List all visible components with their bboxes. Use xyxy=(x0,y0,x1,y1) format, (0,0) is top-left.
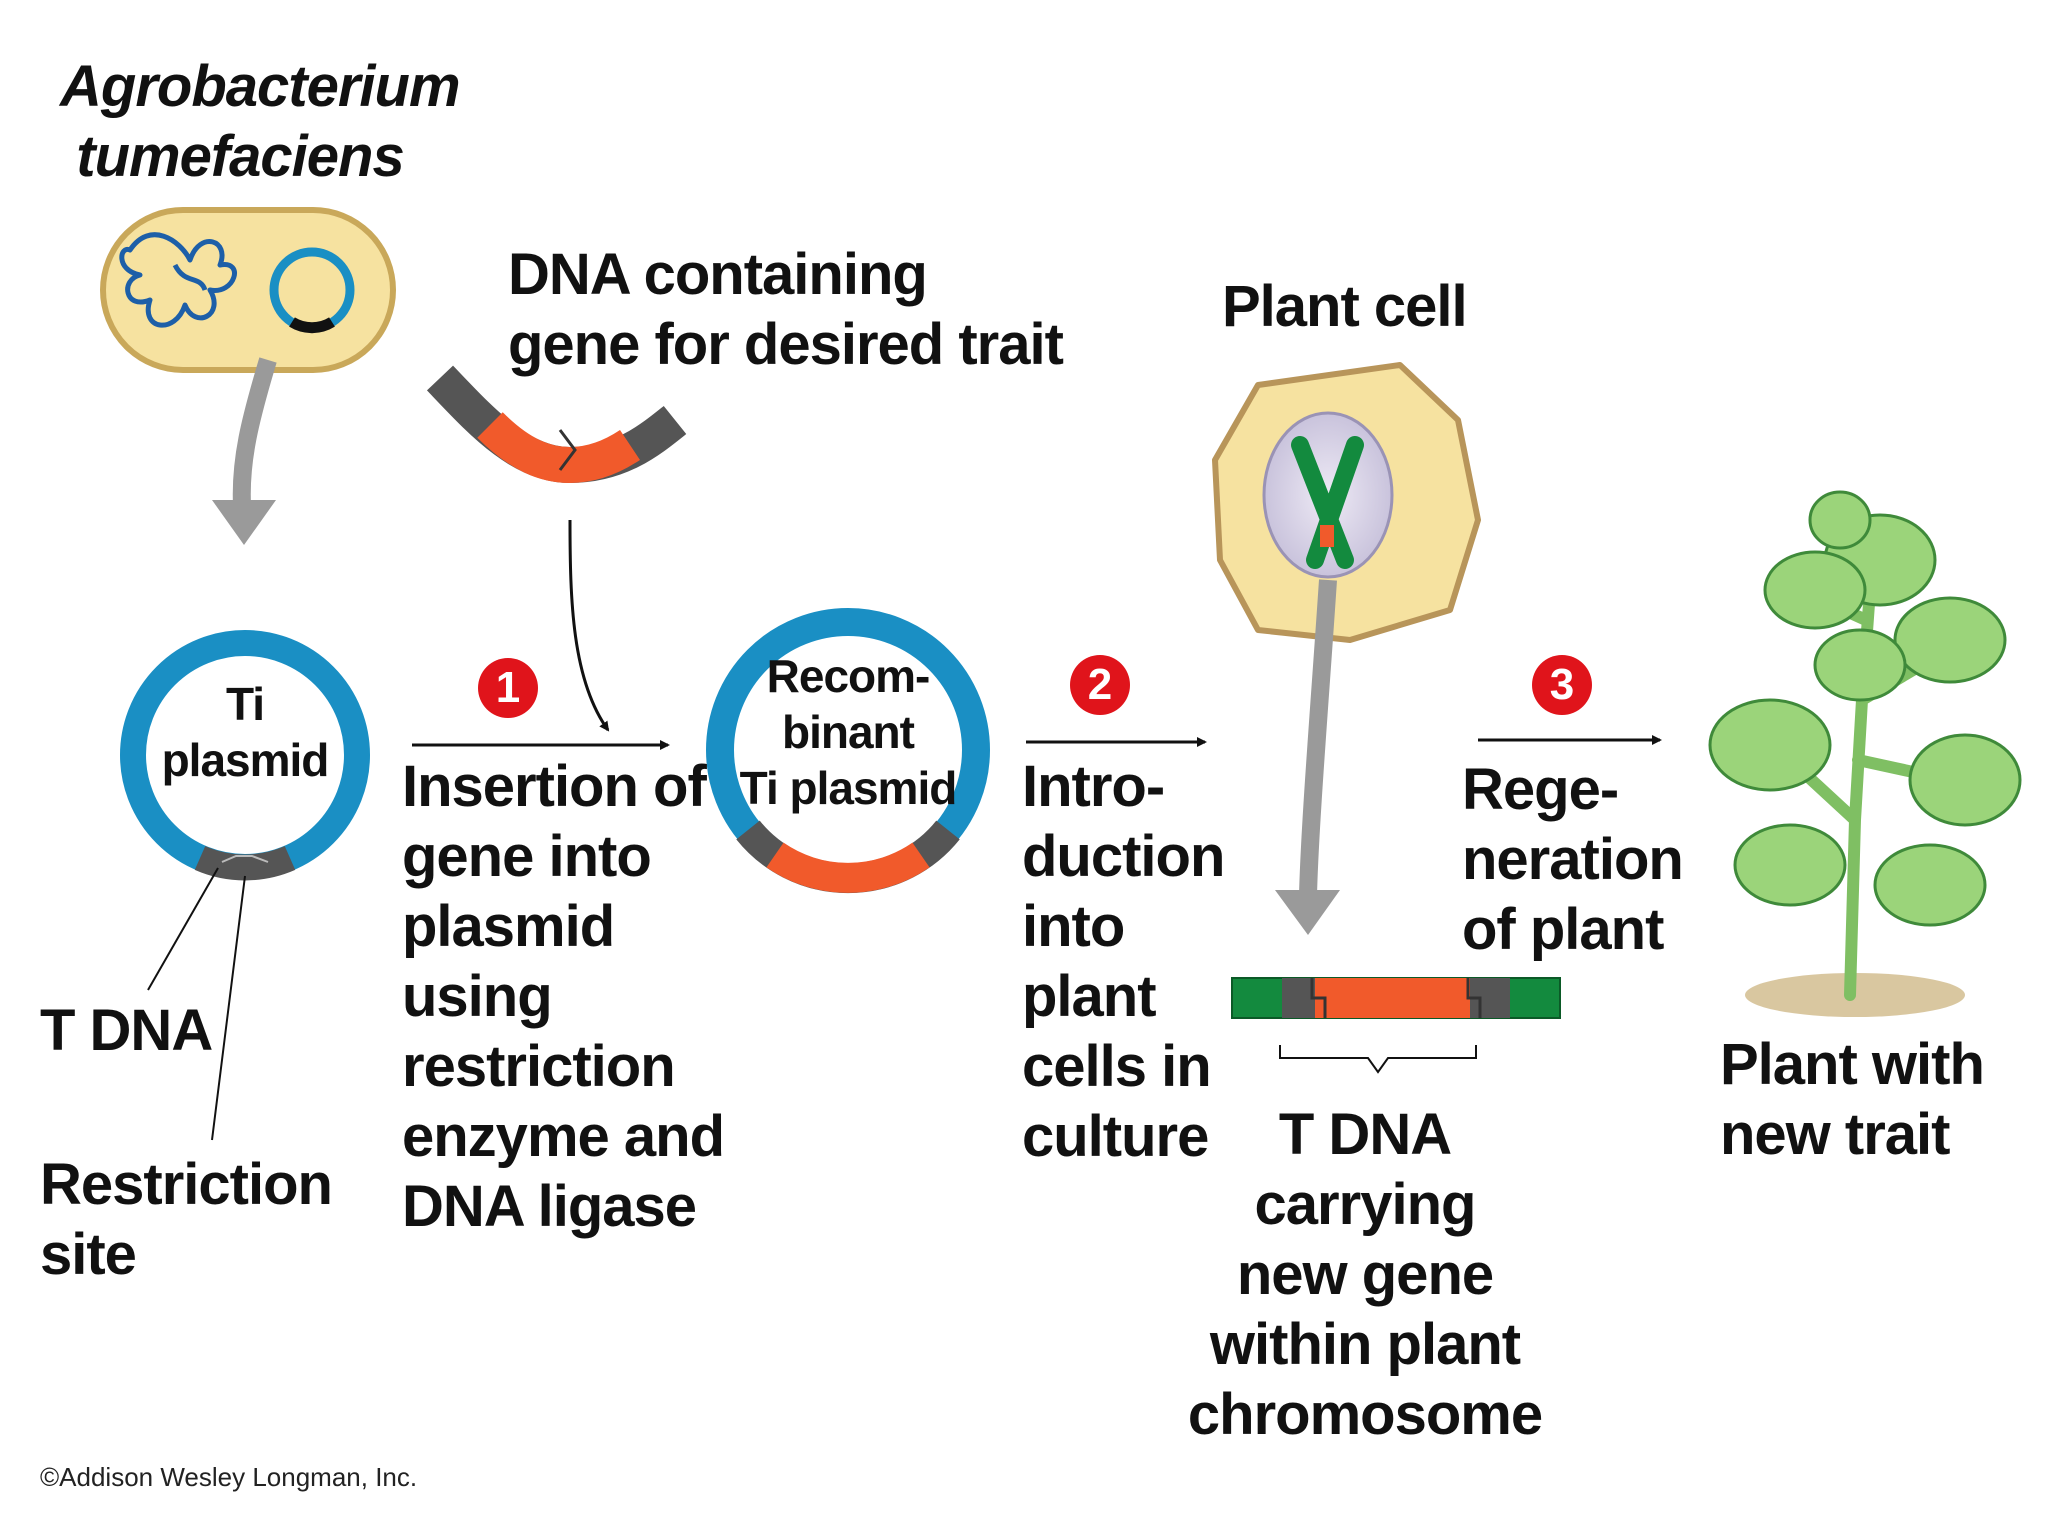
restriction-site-label: Restriction site xyxy=(40,1152,333,1287)
t-dna-label: T DNA xyxy=(40,998,213,1063)
restriction-site-pointer-line xyxy=(211,875,246,1141)
ti-plasmid xyxy=(120,630,370,881)
ti-plasmid-tdna xyxy=(194,845,296,881)
gray-arrow-to-plasmid xyxy=(212,357,277,545)
chromosome-segment xyxy=(1231,977,1561,1019)
step-1-description: Insertion of gene into plasmid using res… xyxy=(402,754,725,1239)
step-3-number: 3 xyxy=(1532,655,1592,715)
dna-source-label: DNA containing gene for desired trait xyxy=(508,242,1064,377)
bacterium-cell xyxy=(100,207,396,373)
tdna-pointer-line xyxy=(147,867,219,991)
plant-cell xyxy=(1212,362,1481,643)
plant-result-label: Plant with new trait xyxy=(1720,1032,1985,1167)
recombinant-plasmid xyxy=(706,608,990,894)
recombinant-label: Recom- binant Ti plasmid xyxy=(739,650,958,814)
step-2-description: Intro- duction into plant cells in cultu… xyxy=(1022,754,1225,1169)
tdna-bracket xyxy=(1279,1045,1477,1074)
bacterial-chromosome xyxy=(119,232,237,328)
organism-name: Agrobacterium tumefaciens xyxy=(60,54,461,189)
step-1-number: 1 xyxy=(478,658,538,718)
gray-arrow-to-chromosome xyxy=(1275,579,1340,935)
ti-plasmid-label: Ti plasmid xyxy=(161,678,330,786)
t-dna-caption: T DNA carrying new gene within plant chr… xyxy=(1187,1102,1543,1447)
step-2-number: 2 xyxy=(1070,655,1130,715)
dna-insert-arrow xyxy=(568,519,610,732)
dna-fragment xyxy=(426,365,687,484)
bacterium-tdna-segment xyxy=(289,317,335,334)
plant-cell-label: Plant cell xyxy=(1222,274,1468,339)
copyright-notice: ©Addison Wesley Longman, Inc. xyxy=(40,1462,418,1492)
step-3-description: Rege- neration of plant xyxy=(1462,757,1684,962)
bacterium-ti-plasmid xyxy=(269,247,355,333)
plant-illustration xyxy=(1708,490,2022,1017)
